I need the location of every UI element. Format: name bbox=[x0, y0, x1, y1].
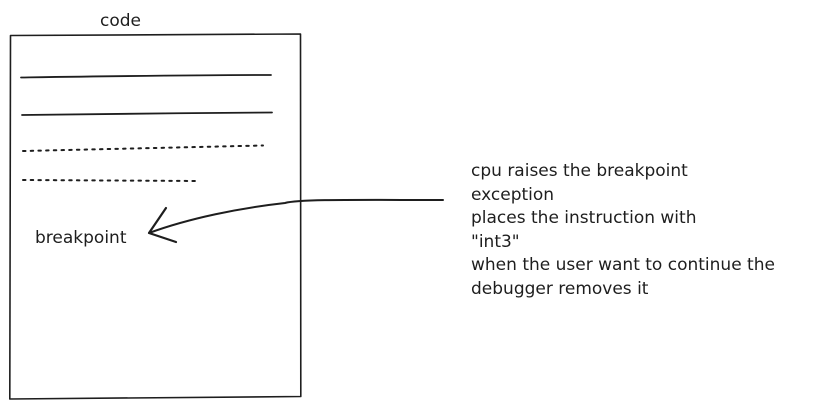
note-line: exception bbox=[471, 184, 555, 205]
note-line: "int3" bbox=[471, 231, 520, 252]
arrow-head bbox=[147, 206, 178, 244]
note-line: debugger removes it bbox=[471, 278, 649, 299]
code-line-dotted-2 bbox=[22, 179, 198, 182]
note-line: places the instruction with bbox=[471, 208, 697, 228]
arrow-shaft bbox=[148, 198, 444, 234]
breakpoint-note: cpu raises the breakpoint exception plac… bbox=[471, 160, 775, 301]
code-box bbox=[9, 33, 302, 400]
code-line-dotted-1 bbox=[22, 144, 264, 152]
code-line-2 bbox=[21, 111, 273, 116]
breakpoint-label: breakpoint bbox=[35, 228, 127, 248]
note-line: when the user want to continue the bbox=[471, 255, 775, 275]
code-line-1 bbox=[20, 74, 272, 79]
note-line: cpu raises the breakpoint bbox=[471, 161, 688, 181]
code-box-title: code bbox=[100, 11, 141, 31]
